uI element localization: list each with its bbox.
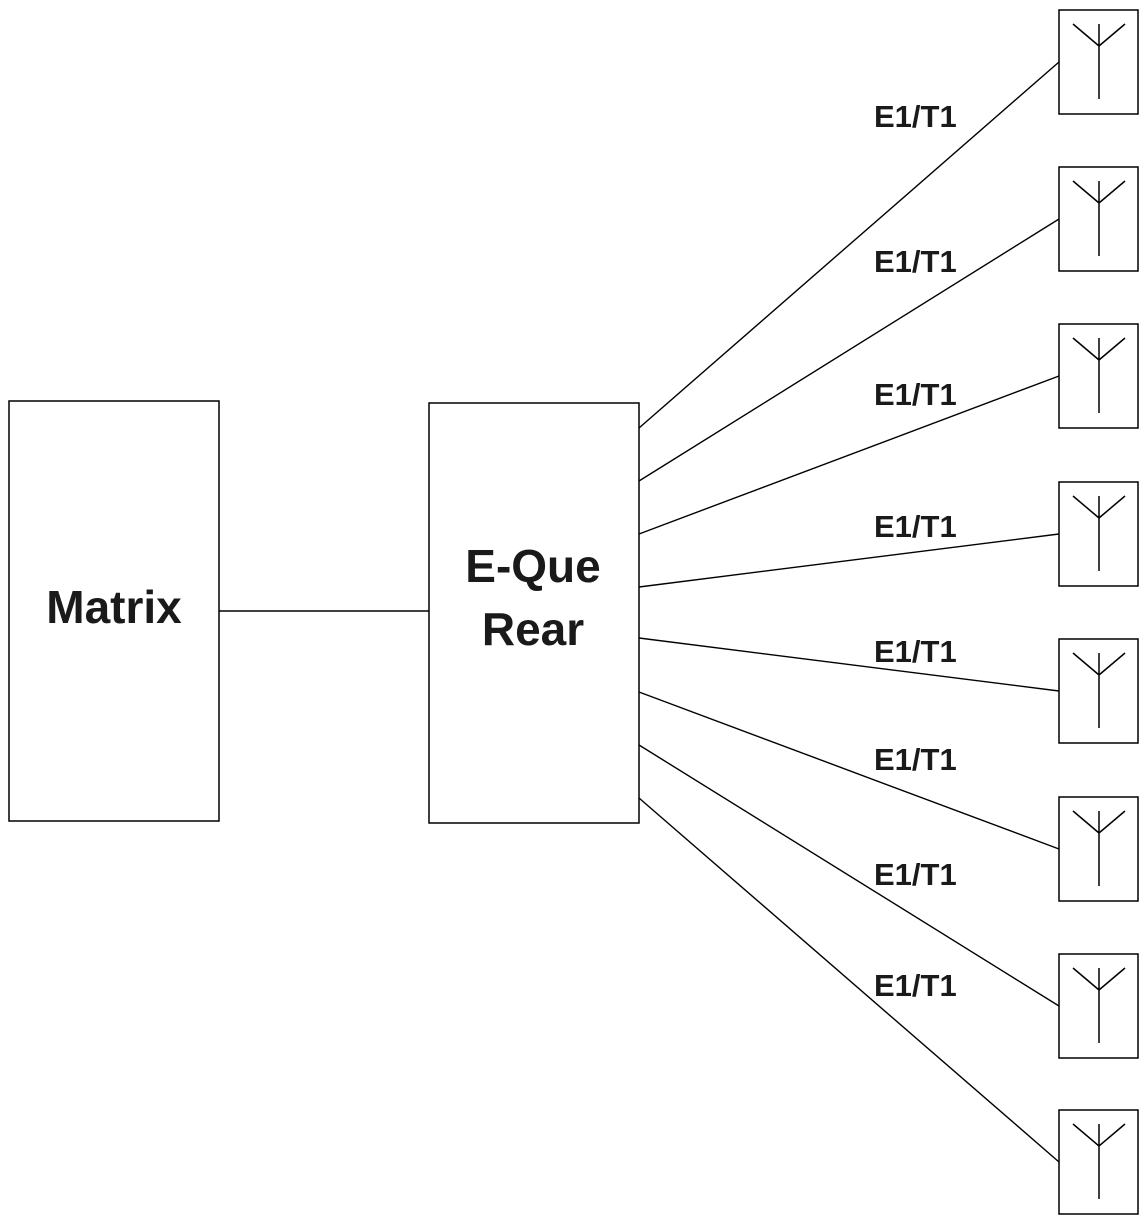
eque-rear-box [428,402,640,824]
link-wire-5 [638,637,1060,692]
link-labels: E1/T1 E1/T1 E1/T1 E1/T1 E1/T1 E1/T1 E1/T… [874,99,957,1003]
link-wire-8 [638,797,1060,1163]
antenna-8 [1058,1109,1139,1215]
link-wire-3 [638,375,1060,535]
link-wire-6 [638,691,1060,850]
link-wire-7 [638,744,1060,1007]
antenna-7 [1058,953,1139,1059]
matrix-node: Matrix [8,400,220,822]
link-label-7: E1/T1 [874,857,957,892]
eque-rear-node: E-Que Rear [428,402,640,824]
link-wire-1 [638,61,1060,429]
link-wire-2 [638,218,1060,482]
antenna-icon [1072,337,1126,413]
antenna-3 [1058,323,1139,429]
antenna-icon [1072,810,1126,886]
antenna-5 [1058,638,1139,744]
link-label-6: E1/T1 [874,742,957,777]
antenna-icon [1072,495,1126,571]
antenna-icon [1072,967,1126,1043]
link-label-4: E1/T1 [874,509,957,544]
antenna-icon [1072,1123,1126,1199]
matrix-label: Matrix [46,581,182,633]
antenna-6 [1058,796,1139,902]
antenna-4 [1058,481,1139,587]
antenna-icon [1072,652,1126,728]
link-label-2: E1/T1 [874,244,957,279]
matrix-box [8,400,220,822]
link-label-1: E1/T1 [874,99,957,134]
antenna-icon [1072,180,1126,256]
link-label-8: E1/T1 [874,968,957,1003]
antenna-icon [1072,23,1126,99]
eque-rear-label-line1: E-Que [465,540,600,592]
link-label-3: E1/T1 [874,377,957,412]
antenna-1 [1058,9,1139,115]
link-wire-4 [638,533,1060,588]
link-wires [638,61,1060,1163]
eque-rear-label-line2: Rear [482,603,584,655]
antenna-2 [1058,166,1139,272]
link-label-5: E1/T1 [874,634,957,669]
